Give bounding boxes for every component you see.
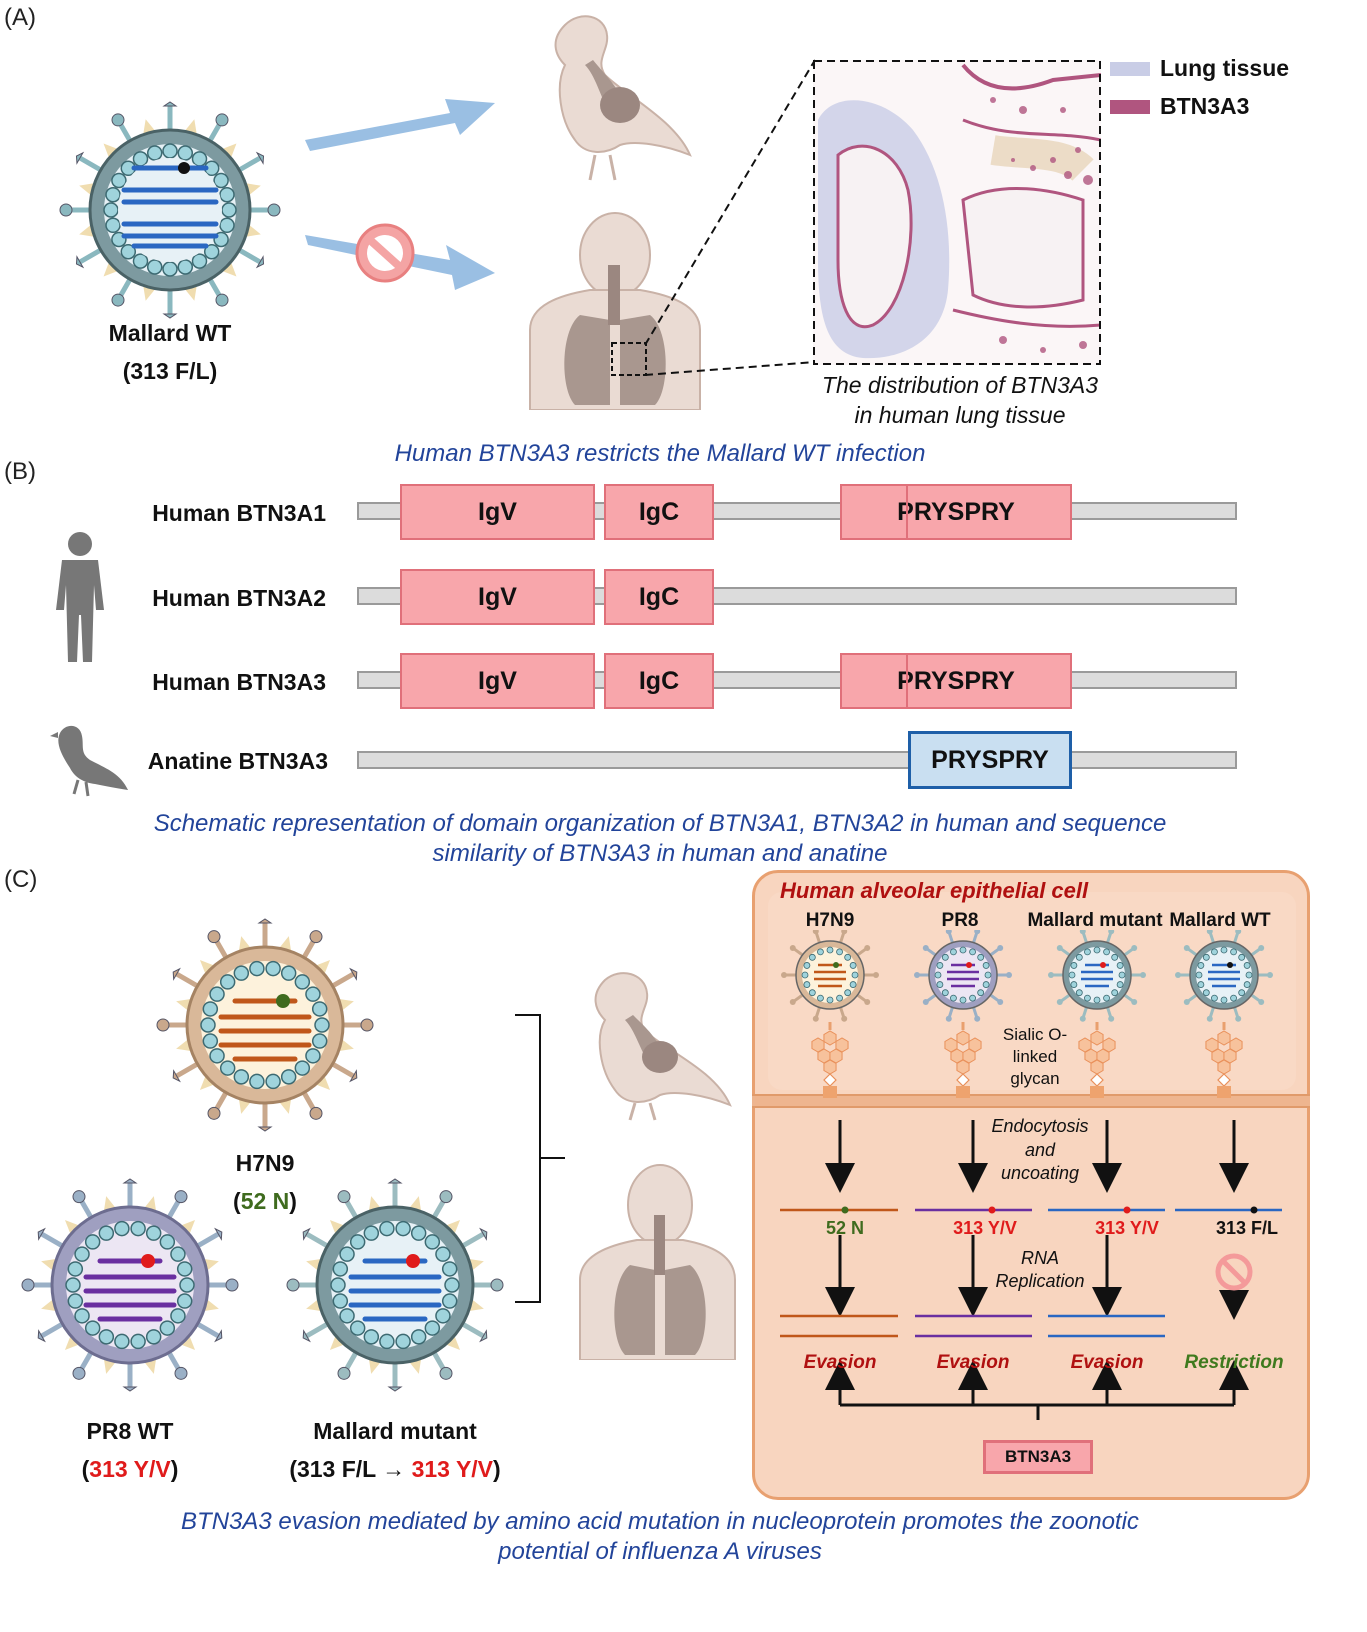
legend-label-btn3a3: BTN3A3 <box>1160 93 1250 119</box>
panel-c-caption-2: potential of influenza A viruses <box>498 1538 822 1565</box>
panel-c-label: (C) <box>4 866 38 893</box>
mallard-wt-residue: (313 F/L) <box>122 358 218 384</box>
human-icon <box>529 212 701 410</box>
endocytosis-label-2: and <box>1024 1140 1056 1160</box>
glycan-label-1: Sialic O- <box>1002 1025 1068 1044</box>
domain-igv: IgV <box>400 484 595 540</box>
human-figure-icon <box>56 532 104 662</box>
human-icon <box>579 1164 736 1360</box>
h7n9-name: H7N9 <box>235 1150 295 1176</box>
outcome-mallard-wt: Restriction <box>1184 1352 1284 1373</box>
zoom-lines <box>644 59 816 376</box>
domain-pryspry: PRYSPRY <box>840 653 1072 709</box>
domain-pryspry: PRYSPRY <box>840 484 1072 540</box>
grouping-bracket <box>515 1014 565 1303</box>
residue-mallard-mutant: 313 Y/V <box>1095 1218 1159 1238</box>
bird-icon <box>594 972 732 1121</box>
cell-virus-label-h7n9: H7N9 <box>805 910 855 931</box>
domain-divider <box>906 653 908 709</box>
rna-label-1: RNA <box>1020 1248 1059 1268</box>
outcome-mallard-mutant: Evasion <box>1070 1352 1144 1373</box>
pr8-name: PR8 WT <box>86 1418 174 1444</box>
pr8-residue-line: (313 Y/V) <box>81 1456 179 1482</box>
cell-virus-label-pr8: PR8 <box>941 910 979 931</box>
lung-tissue-image <box>813 60 1101 365</box>
small-virus-icon <box>781 930 879 1098</box>
small-virus-icon <box>914 930 1012 1098</box>
domain-igv: IgV <box>400 569 595 625</box>
glycan-label-2: linked <box>1012 1047 1058 1066</box>
btn3a3-box: BTN3A3 <box>983 1440 1093 1474</box>
mallard-mutant-virus-icon <box>286 1178 504 1392</box>
mallard-wt-virus-icon <box>59 101 281 319</box>
mallard-mutant-to: 313 Y/V <box>411 1456 494 1482</box>
panel-a-caption: Human BTN3A3 restricts the Mallard WT in… <box>394 440 926 467</box>
cell-pathway-graphic <box>780 1120 1282 1420</box>
protein-label-btn3a1: Human BTN3A1 <box>152 500 326 526</box>
domain-igc: IgC <box>604 484 714 540</box>
infection-arrows <box>305 99 495 290</box>
residue-mallard-wt: 313 F/L <box>1215 1218 1279 1238</box>
legend-swatch-btn3a3 <box>1110 100 1150 114</box>
endocytosis-label-1: Endocytosis <box>991 1116 1089 1136</box>
small-virus-icon <box>1175 930 1273 1098</box>
h7n9-residue-line: (52 N) <box>233 1188 297 1214</box>
mallard-mutant-close: ) <box>493 1456 501 1482</box>
small-virus-icon <box>1048 930 1146 1098</box>
domain-igc: IgC <box>604 653 714 709</box>
protein-label-btn3a3: Human BTN3A3 <box>152 669 326 695</box>
h7n9-virus-icon <box>156 918 374 1132</box>
legend-label-lung: Lung tissue <box>1160 55 1290 81</box>
distribution-caption-1: The distribution of BTN3A3 <box>821 372 1099 398</box>
residue-h7n9: 52 N <box>825 1218 865 1238</box>
panel-a-label: (A) <box>4 4 36 31</box>
h7n9-residue: 52 N <box>240 1188 290 1214</box>
panel-b-label: (B) <box>4 458 36 485</box>
domain-pryspry-anatine: PRYSPRY <box>908 731 1072 789</box>
mallard-mutant-name: Mallard mutant <box>313 1418 477 1444</box>
cell-virus-label-mallard-mutant: Mallard mutant <box>1027 910 1163 931</box>
panel-c-caption-1: BTN3A3 evasion mediated by amino acid mu… <box>181 1508 1139 1535</box>
mallard-mutant-from: (313 F/L → <box>289 1456 406 1482</box>
residue-pr8: 313 Y/V <box>953 1218 1017 1238</box>
mallard-mutant-residue-line: (313 F/L → 313 Y/V) <box>245 1456 545 1483</box>
outcome-h7n9: Evasion <box>803 1352 877 1373</box>
outcome-pr8: Evasion <box>936 1352 1010 1373</box>
domain-igc: IgC <box>604 569 714 625</box>
domain-divider <box>906 484 908 540</box>
mallard-wt-name: Mallard WT <box>108 320 232 346</box>
rna-label-2: Replication <box>995 1271 1085 1291</box>
pigeon-icon <box>50 725 128 797</box>
panel-b-caption-1: Schematic representation of domain organ… <box>153 810 1167 837</box>
pr8-virus-icon <box>21 1178 239 1392</box>
domain-igv: IgV <box>400 653 595 709</box>
panel-b-caption-2: similarity of BTN3A3 in human and anatin… <box>432 840 888 867</box>
bird-icon <box>554 15 692 181</box>
distribution-caption-2: in human lung tissue <box>854 402 1066 428</box>
protein-label-btn3a2: Human BTN3A2 <box>152 585 326 611</box>
protein-label-anatine-btn3a3: Anatine BTN3A3 <box>147 748 328 774</box>
cell-membrane <box>752 1094 1310 1108</box>
cell-title: Human alveolar epithelial cell <box>780 878 1089 903</box>
cell-virus-label-mallard-wt: Mallard WT <box>1169 910 1271 931</box>
glycan-label-3: glycan <box>1010 1069 1060 1088</box>
cell-viruses-and-glycans <box>781 930 1273 1098</box>
endocytosis-label-3: uncoating <box>1000 1163 1080 1183</box>
pr8-residue: 313 Y/V <box>89 1456 171 1482</box>
legend-swatch-lung <box>1110 62 1150 76</box>
protein-track-anatine-btn3a3 <box>357 751 1237 769</box>
